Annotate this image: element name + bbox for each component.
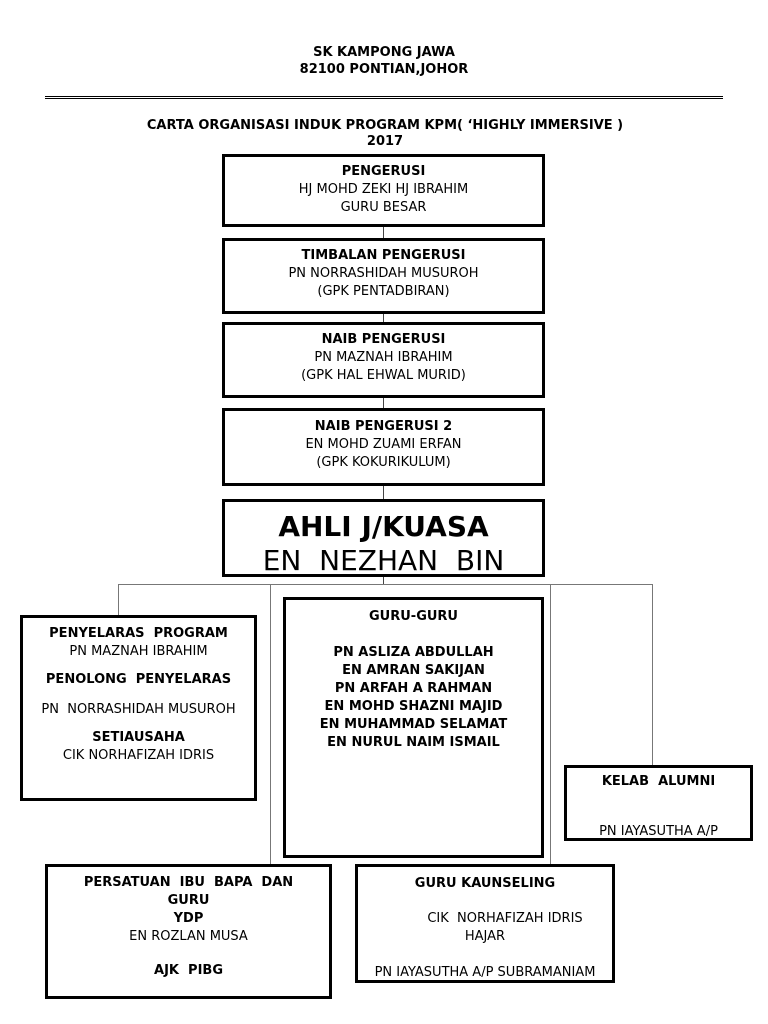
vice-chair-2-position: (GPK KOKURIKULUM)	[316, 455, 451, 470]
chair-role: PENGERUSI	[341, 164, 426, 179]
secretary-name: CIK NORHAFIZAH IDRIS	[62, 748, 215, 763]
deputy-chair-position: (GPK PENTADBIRAN)	[317, 284, 450, 299]
teacher-member: PN ASLIZA ABDULLAH	[333, 645, 494, 660]
counselor-name-1-cont: HAJAR	[464, 929, 506, 944]
vice-chair-2-role: NAIB PENGERUSI 2	[314, 419, 453, 434]
vice-chair-2-box: NAIB PENGERUSI 2 EN MOHD ZUAMI ERFAN (GP…	[222, 408, 545, 486]
assistant-coordinator-role: PENOLONG PENYELARAS	[45, 672, 232, 687]
teachers-title: GURU-GURU	[369, 609, 458, 624]
school-name: SK KAMPONG JAWA	[313, 45, 455, 60]
assistant-coordinator-name: PN NORRASHIDAH MUSUROH	[41, 702, 236, 717]
deputy-chair-box: TIMBALAN PENGERUSI PN NORRASHIDAH MUSURO…	[222, 238, 545, 314]
pta-title-line1: PERSATUAN IBU BAPA DAN	[83, 875, 294, 890]
vice-chair-box: NAIB PENGERUSI PN MAZNAH IBRAHIM (GPK HA…	[222, 322, 545, 398]
teacher-member: EN NURUL NAIM ISMAIL	[327, 735, 500, 750]
counselor-box: GURU KAUNSELING CIK NORHAFIZAH IDRIS HAJ…	[355, 864, 615, 983]
chart-year: 2017	[366, 134, 404, 149]
coordinator-name: PN MAZNAH IBRAHIM	[69, 644, 208, 659]
counselor-name-1: CIK NORHAFIZAH IDRIS	[427, 911, 583, 926]
teachers-box: GURU-GURU PN ASLIZA ABDULLAH EN AMRAN SA…	[283, 597, 544, 858]
teacher-member: EN MOHD SHAZNI MAJID	[324, 699, 503, 714]
committee-title: AHLI J/KUASA	[278, 510, 489, 543]
alumni-name: PN IAYASUTHA A/P	[599, 824, 718, 839]
pta-name: EN ROZLAN MUSA	[129, 929, 248, 944]
committee-name: EN NEZHAN BIN	[262, 544, 505, 577]
chair-box: PENGERUSI HJ MOHD ZEKI HJ IBRAHIM GURU B…	[222, 154, 545, 227]
connector-drop-coordinator	[118, 584, 119, 616]
teacher-member: PN ARFAH A RAHMAN	[334, 681, 493, 696]
pta-role: YDP	[173, 911, 204, 926]
alumni-box: KELAB ALUMNI PN IAYASUTHA A/P	[564, 765, 753, 841]
connector-horizontal	[118, 584, 653, 585]
deputy-chair-role: TIMBALAN PENGERUSI	[301, 248, 466, 263]
pta-box: PERSATUAN IBU BAPA DAN GURU YDP EN ROZLA…	[45, 864, 332, 999]
vice-chair-role: NAIB PENGERUSI	[321, 332, 446, 347]
school-address: 82100 PONTIAN,JOHOR	[299, 62, 469, 77]
coordinator-box: PENYELARAS PROGRAM PN MAZNAH IBRAHIM PEN…	[20, 615, 257, 801]
counselor-title: GURU KAUNSELING	[414, 876, 556, 891]
deputy-chair-name: PN NORRASHIDAH MUSUROH	[288, 266, 479, 281]
teachers-list: PN ASLIZA ABDULLAH EN AMRAN SAKIJAN PN A…	[286, 644, 541, 752]
connector-vertical-committee	[383, 575, 384, 585]
teacher-member: EN AMRAN SAKIJAN	[342, 663, 485, 678]
connector-drop-alumni	[652, 584, 653, 766]
teacher-member: EN MUHAMMAD SELAMAT	[319, 717, 508, 732]
connector-drop-counselor	[550, 584, 551, 866]
alumni-title: KELAB ALUMNI	[601, 774, 716, 789]
chair-name: HJ MOHD ZEKI HJ IBRAHIM	[298, 182, 469, 197]
connector-drop-pta	[270, 584, 271, 866]
pta-committee: AJK PIBG	[154, 963, 223, 978]
pta-title-line2: GURU	[167, 893, 210, 908]
vice-chair-2-name: EN MOHD ZUAMI ERFAN	[305, 437, 462, 452]
chart-title: CARTA ORGANISASI INDUK PROGRAM KPM( ‘HIG…	[146, 118, 624, 133]
coordinator-role: PENYELARAS PROGRAM	[49, 626, 228, 641]
counselor-name-2: PN IAYASUTHA A/P SUBRAMANIAM	[374, 965, 596, 980]
committee-box: AHLI J/KUASA EN NEZHAN BIN	[222, 499, 545, 577]
header-divider	[45, 96, 723, 99]
chair-position: GURU BESAR	[340, 200, 427, 215]
vice-chair-name: PN MAZNAH IBRAHIM	[314, 350, 453, 365]
vice-chair-position: (GPK HAL EHWAL MURID)	[301, 368, 466, 383]
secretary-role: SETIAUSAHA	[92, 730, 185, 745]
